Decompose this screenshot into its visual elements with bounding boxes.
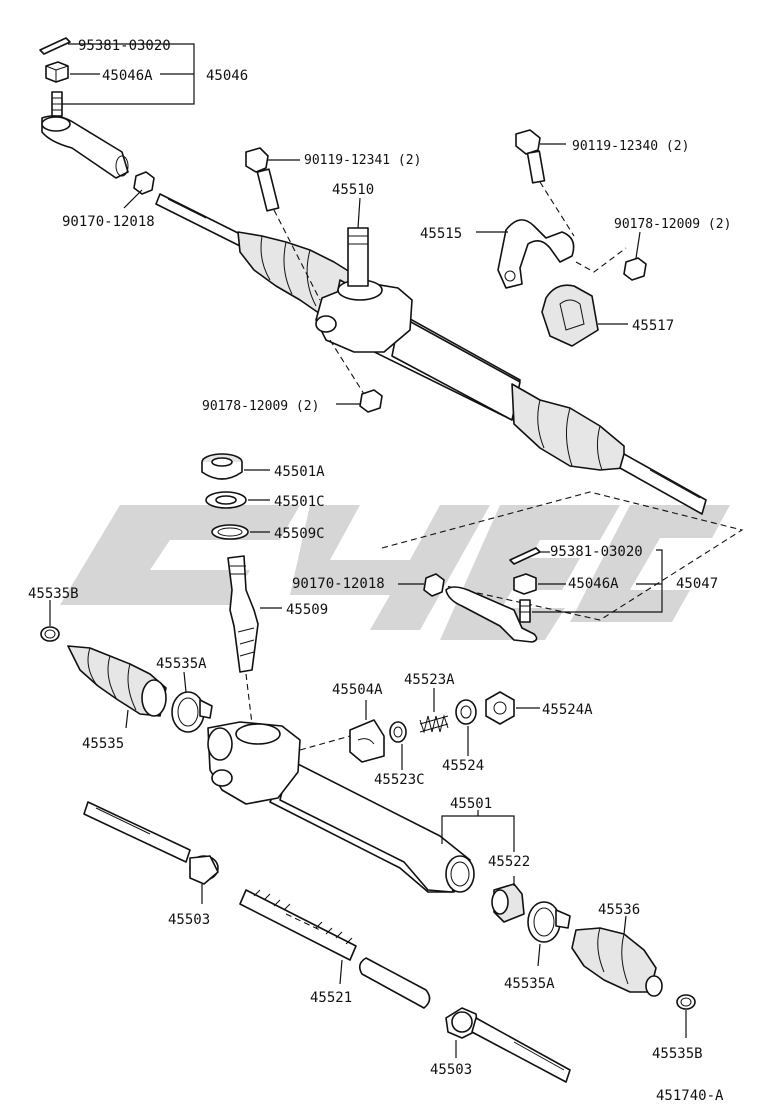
tie-rod-end-right-icon <box>445 586 538 643</box>
bracket-group <box>476 129 647 347</box>
label-cotter-pin-top: 95381-03020 <box>78 38 171 54</box>
label-nut-90170-top: 90170-12018 <box>62 214 155 230</box>
label-rod-45503-bottom: 45503 <box>430 1062 472 1078</box>
label-bolt-90119-12341: 90119-12341 (2) <box>304 153 421 168</box>
bushing-45517-icon <box>541 284 599 347</box>
label-bolt-90119-12340: 90119-12340 (2) <box>572 139 689 154</box>
label-snap-45509C: 45509C <box>274 526 325 542</box>
label-clamp-45535A-right: 45535A <box>504 976 555 992</box>
bolt-90119-12340-icon <box>515 129 541 155</box>
adjuster-group <box>349 688 540 770</box>
label-bracket-45515: 45515 <box>420 226 462 242</box>
right-boot-group <box>491 876 696 1038</box>
nut-90178-right-icon <box>623 257 647 281</box>
pinion-stack <box>201 453 282 725</box>
label-nut-90178-right: 90178-12009 (2) <box>614 217 731 232</box>
label-tie-rod-end-left: 45046 <box>206 68 248 84</box>
washer-45523C-icon <box>389 721 407 743</box>
nut-45046A-right-icon <box>513 573 537 595</box>
label-rack-45521: 45521 <box>310 990 352 1006</box>
tie-rod-end-right-group <box>381 491 744 643</box>
spring-45523A-icon <box>419 714 449 734</box>
rack-45521-icon <box>239 889 357 961</box>
rod-45503-left-icon <box>83 801 191 863</box>
guide-45504A-icon <box>349 719 385 763</box>
label-boot-45535: 45535 <box>82 736 124 752</box>
nut-top-icon <box>45 61 69 83</box>
label-bush-45522: 45522 <box>488 854 530 870</box>
label-nut-90178-left: 90178-12009 (2) <box>202 399 319 414</box>
label-pinion-45509: 45509 <box>286 602 328 618</box>
rack-assembly-top <box>155 147 707 515</box>
label-tie-rod-end-right: 45047 <box>676 576 718 592</box>
label-clamp-45535B-right: 45535B <box>652 1046 703 1062</box>
watermark-logo <box>60 505 730 640</box>
nut-90170-top-icon <box>133 171 155 195</box>
inner-rod-left-icon <box>155 193 245 247</box>
label-guide-45504A: 45504A <box>332 682 383 698</box>
cotter-pin-top-icon <box>39 37 71 55</box>
label-nut-90170-right: 90170-12018 <box>292 576 385 592</box>
bracket-45515-icon <box>497 219 575 289</box>
label-bushing-45517: 45517 <box>632 318 674 334</box>
clamp-45535B-right-icon <box>676 994 696 1010</box>
bolt-90119-12341-icon <box>245 147 269 173</box>
label-spring-45523A: 45523A <box>404 672 455 688</box>
label-pinion-45510: 45510 <box>332 182 374 198</box>
cap-45524A-icon <box>485 691 515 725</box>
label-ring-45501C: 45501C <box>274 494 325 510</box>
figure-code: 451740-A <box>656 1088 724 1104</box>
label-nut-45046A-right: 45046A <box>568 576 619 592</box>
label-cap-45524A: 45524A <box>542 702 593 718</box>
label-plug-45524: 45524 <box>442 758 484 774</box>
pinion-45510-icon <box>347 227 369 287</box>
label-rod-45503-left: 45503 <box>168 912 210 928</box>
tie-rod-end-left-group <box>39 37 195 209</box>
nut-90178-left-icon <box>359 389 383 413</box>
label-seal-45501A: 45501A <box>274 464 325 480</box>
left-boot-group <box>40 600 213 733</box>
clamp-45535B-left-icon <box>40 626 60 642</box>
label-washer-45523C: 45523C <box>374 772 425 788</box>
boot-45536-icon <box>571 927 657 993</box>
nut-90170-right-icon <box>423 573 445 597</box>
boot-top-right-icon <box>511 383 625 471</box>
label-cotter-pin-right: 95381-03020 <box>550 544 643 560</box>
inner-rod-right-icon <box>619 453 707 515</box>
snap-45509C-icon <box>211 524 249 540</box>
label-housing-45501: 45501 <box>450 796 492 812</box>
label-boot-45536: 45536 <box>598 902 640 918</box>
pinion-45509-icon <box>227 555 259 673</box>
tie-rod-end-left-icon <box>41 115 129 179</box>
label-nut-top: 45046A <box>102 68 153 84</box>
label-clamp-45535A-left: 45535A <box>156 656 207 672</box>
plug-45524-icon <box>455 699 477 725</box>
rods-group <box>83 801 571 1083</box>
label-clamp-45535B-left: 45535B <box>28 586 79 602</box>
housing-45501-group <box>207 721 515 893</box>
